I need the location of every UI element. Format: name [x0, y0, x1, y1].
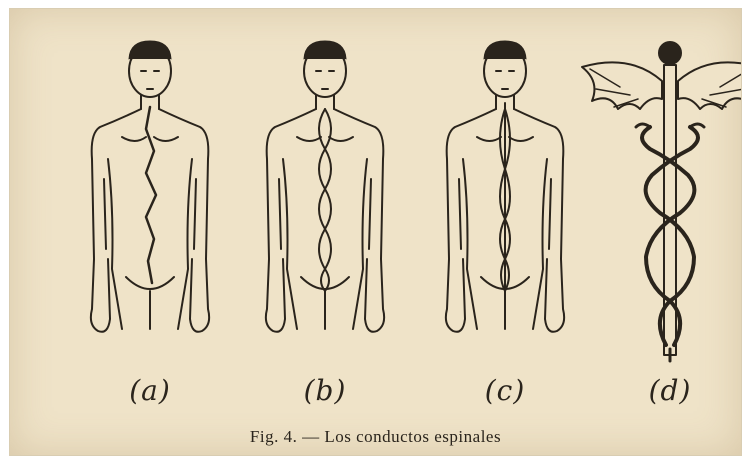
figure-caption: Fig. 4. — Los conductos espinales [10, 427, 741, 447]
caduceus-left-wing [582, 62, 662, 109]
label-d: (d) [630, 374, 710, 407]
spinal-channel-zigzag [146, 107, 156, 283]
spinal-channel-braided [319, 109, 331, 291]
label-a: (a) [110, 374, 190, 407]
figure-b-torso [266, 41, 384, 332]
figure-d-caduceus [582, 42, 741, 361]
caduceus-staff [664, 65, 676, 355]
label-c: (c) [465, 374, 545, 407]
figure-c-torso [446, 41, 564, 332]
spinal-channel-central [500, 103, 510, 291]
illustration-page: (a) (b) (c) (d) Fig. 4. — Los conductos … [9, 8, 742, 456]
figure-a-torso [91, 41, 209, 332]
caduceus-orb [659, 42, 681, 64]
label-b: (b) [285, 374, 365, 407]
